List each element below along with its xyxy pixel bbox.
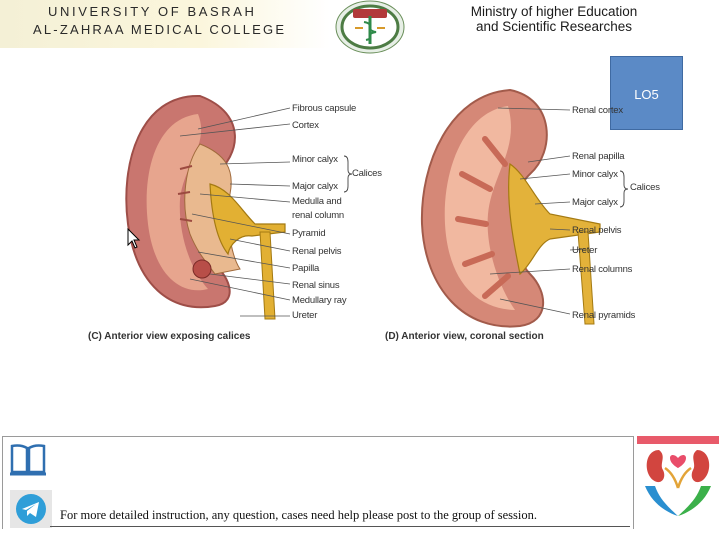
label-c-5: renal column	[292, 210, 344, 221]
footer-divider	[50, 526, 630, 527]
book-icon[interactable]	[8, 440, 48, 480]
footer-panel	[2, 436, 634, 529]
label-d-2: Minor calyx	[572, 169, 618, 180]
label-d-0: Renal cortex	[572, 105, 623, 116]
university-name: UNIVERSITY OF BASRAH	[48, 4, 257, 19]
label-c-7: Renal pelvis	[292, 246, 342, 257]
kidney-logo	[637, 436, 719, 518]
label-c-8: Papilla	[292, 263, 320, 274]
label-d-6: Renal columns	[572, 264, 633, 275]
caption-c: (C) Anterior view exposing calices	[88, 331, 251, 342]
label-c-1: Cortex	[292, 120, 319, 131]
label-c-9: Renal sinus	[292, 280, 340, 291]
label-d-1: Renal papilla	[572, 151, 625, 162]
lo5-label: LO5	[634, 87, 659, 102]
label-c-10: Medullary ray	[292, 295, 347, 306]
label-d-3: Major calyx	[572, 197, 618, 208]
label-c-11: Ureter	[292, 310, 318, 321]
ministry-line-1: Ministry of higher Education	[470, 4, 638, 19]
ministry-line-2: and Scientific Researches	[475, 19, 633, 34]
caption-d: (D) Anterior view, coronal section	[385, 331, 544, 342]
label-c-4: Medulla and	[292, 196, 342, 207]
calices-label-d: Calices	[630, 182, 660, 193]
label-c-3: Major calyx	[292, 181, 338, 192]
label-d-4: Renal pelvis	[572, 225, 622, 236]
kidney-d-illustration	[420, 88, 601, 328]
footer-instruction: For more detailed instruction, any quest…	[60, 508, 537, 522]
lo5-badge[interactable]: LO5	[610, 56, 683, 130]
label-d-5: Ureter	[572, 245, 598, 256]
kidney-figure: Fibrous capsule Cortex Minor calyx Major…	[80, 74, 700, 354]
ministry-title: Ministry of higher Education and Scienti…	[420, 4, 688, 34]
label-c-2: Minor calyx	[292, 154, 338, 165]
calices-label-c: Calices	[352, 168, 382, 179]
college-logo	[333, 0, 408, 55]
label-c-0: Fibrous capsule	[292, 103, 357, 114]
header-banner: UNIVERSITY OF BASRAH AL-ZAHRAA MEDICAL C…	[0, 0, 330, 48]
label-c-6: Pyramid	[292, 228, 326, 239]
label-d-7: Renal pyramids	[572, 310, 636, 321]
telegram-icon[interactable]	[10, 490, 52, 528]
college-name: AL-ZAHRAA MEDICAL COLLEGE	[33, 22, 287, 37]
kidney-c-illustration	[125, 94, 286, 320]
cursor-icon	[127, 227, 141, 250]
